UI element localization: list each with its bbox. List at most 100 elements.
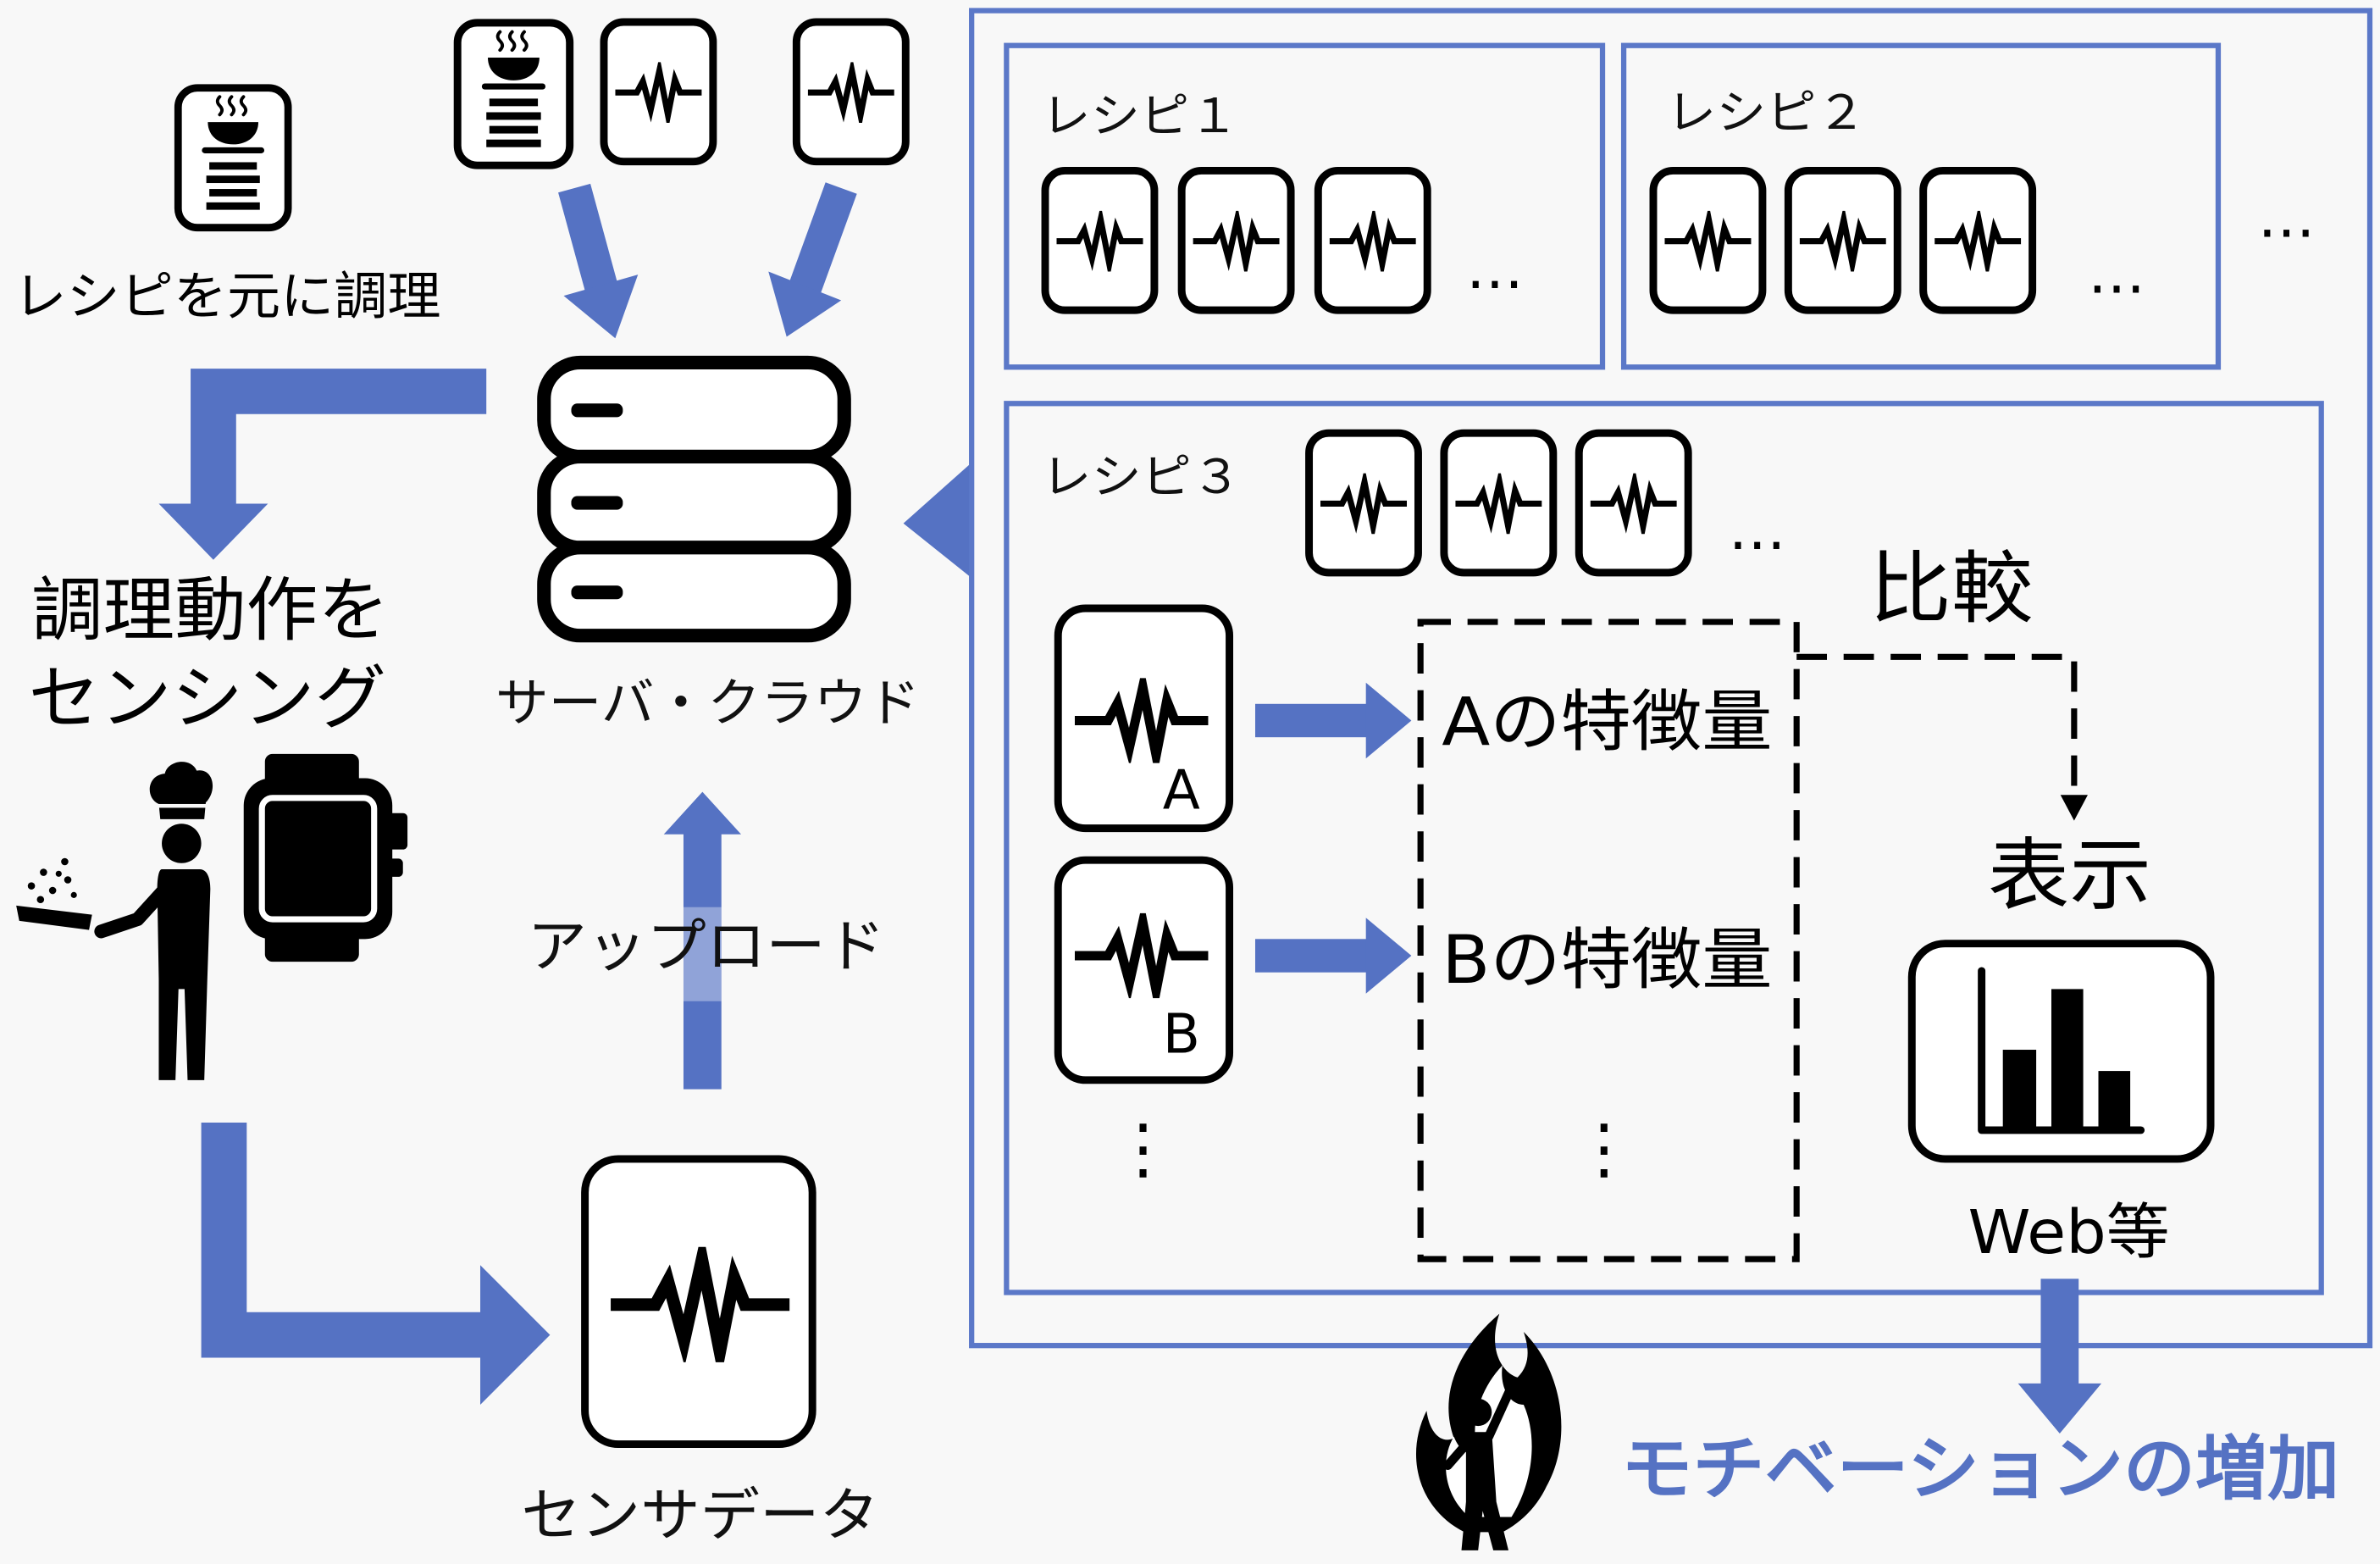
more-samples-ellipsis: … <box>2088 241 2145 308</box>
display-label: 表示 <box>1988 829 2151 921</box>
outcome-label: モチベーションの増加 <box>1621 1429 2340 1510</box>
card-frame <box>1177 166 1295 314</box>
waveform-card-icon <box>1440 429 1558 577</box>
sprinkle <box>48 886 57 895</box>
server-slot <box>571 496 623 510</box>
upload-label-backdrop <box>683 907 722 1001</box>
server-unit <box>537 541 851 643</box>
arrow-sample-a-to-feature <box>1254 682 1412 759</box>
card-frame <box>1784 166 1901 314</box>
arrow-head <box>768 271 842 337</box>
waveform-card-icon <box>1314 166 1431 314</box>
chef-cooking-icon <box>16 762 213 1080</box>
more-samples-vertical-ellipsis: ⋮ <box>1110 1109 1176 1187</box>
arrow-shaft <box>789 182 857 294</box>
cook-caption: レシピを元に調理 <box>14 267 441 327</box>
sprinkle <box>27 882 36 890</box>
sensing-caption-line1: 調理動作を <box>31 570 390 651</box>
waveform-card-icon <box>1919 166 2037 314</box>
sprinkle <box>70 891 77 898</box>
feature-group-box <box>1417 618 1800 1262</box>
arrow-samples-to-server <box>768 182 857 337</box>
upload-label: アップロード <box>528 914 886 981</box>
sample-a-label: A <box>1163 758 1200 822</box>
bar-chart-icon <box>1907 940 2215 1163</box>
card-frame <box>1649 166 1767 314</box>
recipe-document-icon <box>457 23 569 165</box>
card-frame <box>1054 856 1234 1084</box>
waveform-card-icon <box>600 18 717 166</box>
arrow-shaft <box>1254 703 1370 738</box>
card-frame <box>1054 604 1234 833</box>
feature-a-label: Aの特徴量 <box>1442 683 1772 761</box>
recipe-3-box: レシピ３ … A B ⋮ <box>1004 401 2324 1295</box>
watch-button <box>387 858 403 877</box>
arrow-shaft <box>1254 939 1370 973</box>
sample-b-label: B <box>1163 1003 1200 1067</box>
waveform-card-icon <box>1177 166 1295 314</box>
arrow-cook-to-sensor-data <box>201 1122 551 1405</box>
card-frame <box>1041 166 1159 314</box>
card-frame <box>600 18 717 166</box>
feature-b-label: Bの特徴量 <box>1442 921 1772 999</box>
waveform-card-icon <box>792 18 910 166</box>
sensing-caption-line2: センシング <box>28 658 386 739</box>
watch-crown <box>387 813 408 850</box>
recipe-2-box: レシピ２ … <box>1620 42 2222 370</box>
sensor-data-label: センサデータ <box>521 1483 879 1550</box>
watch-screen-ring <box>258 795 378 923</box>
web-label: Web等 <box>1968 1197 2170 1267</box>
waveform-card-icon <box>1305 429 1422 577</box>
chef-arm <box>94 879 175 939</box>
waveform-card-icon <box>1649 166 1767 314</box>
sprinkle <box>40 868 47 876</box>
card-frame <box>1305 429 1422 577</box>
chart-bar <box>2002 1050 2037 1130</box>
more-samples-ellipsis: … <box>1729 496 1786 563</box>
card-frame <box>792 18 910 166</box>
arrow-recipes-to-server <box>903 463 972 579</box>
recipe-frame <box>1004 42 1606 370</box>
arrow-head <box>1365 918 1412 994</box>
arrow-sample-b-to-feature <box>1254 918 1412 994</box>
more-samples-ellipsis: … <box>1466 236 1524 302</box>
compare-arrow-head <box>2060 795 2088 821</box>
sprinkle <box>61 857 69 866</box>
arrow-to-motivation <box>2017 1278 2102 1434</box>
watch-case <box>243 778 393 940</box>
chart-axes <box>1978 967 2145 1134</box>
waveform-card-icon <box>1575 429 1692 577</box>
smartwatch-icon <box>243 753 408 962</box>
more-features-vertical-ellipsis: ⋮ <box>1570 1109 1637 1187</box>
card-frame <box>1919 166 2037 314</box>
chef-hat-band-gap <box>157 803 208 808</box>
recipe-1-box: レシピ１ … <box>1004 42 1606 370</box>
frying-pan <box>16 905 92 930</box>
sample-b-card: B <box>1054 856 1234 1084</box>
waveform-card-icon <box>1784 166 1901 314</box>
recipe-label: レシピ３ <box>1042 450 1242 505</box>
recipe-frame <box>1620 42 2222 370</box>
sample-a-card: A <box>1054 604 1234 833</box>
arrow-shaft <box>558 183 618 293</box>
sprinkle <box>64 876 72 884</box>
arrow-server-to-cook <box>158 369 487 560</box>
card-frame <box>1440 429 1558 577</box>
server-stack-icon <box>537 355 851 643</box>
person-head <box>1464 1398 1492 1427</box>
person-body <box>1461 1432 1509 1550</box>
person-raised-arm <box>1484 1378 1518 1441</box>
arrow-upload <box>663 791 742 1090</box>
server-slot <box>571 403 623 418</box>
server-slot <box>571 585 623 600</box>
recipe-document-icon <box>178 88 288 228</box>
server-label: サーバ・クラウド <box>495 673 920 733</box>
more-recipes-ellipsis: … <box>2258 184 2316 251</box>
waveform-card-icon <box>1041 166 1159 314</box>
card-frame <box>1314 166 1431 314</box>
chart-bar <box>2051 989 2084 1130</box>
compare-label: 比較 <box>1869 543 2033 635</box>
person-arm <box>1443 1436 1474 1470</box>
card-frame <box>1575 429 1692 577</box>
